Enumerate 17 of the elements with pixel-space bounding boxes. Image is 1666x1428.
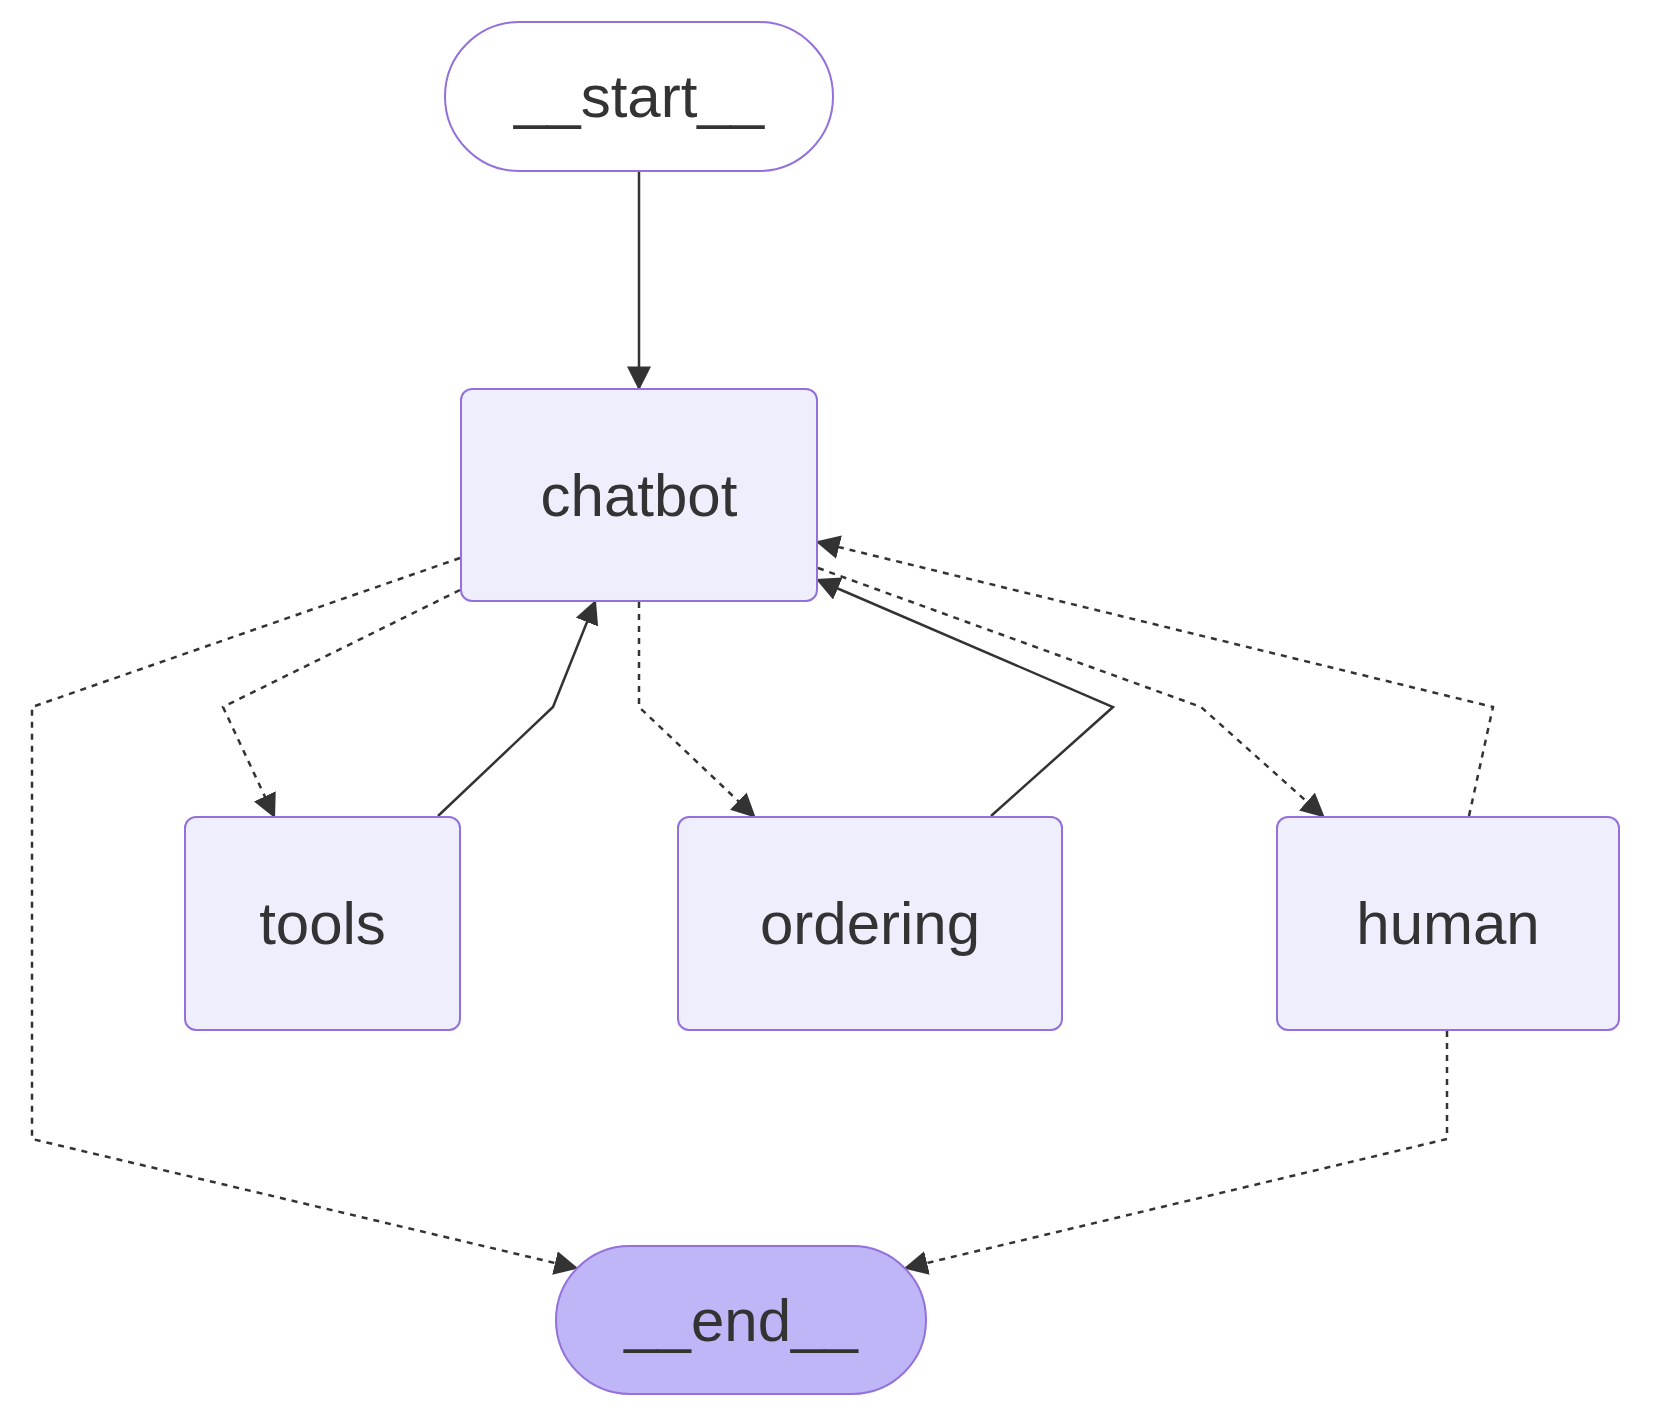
arrow bbox=[437, 599, 599, 817]
node-label: ordering bbox=[759, 889, 981, 958]
arrow bbox=[30, 556, 579, 1275]
node-label: chatbot bbox=[540, 460, 738, 530]
process-box bbox=[677, 816, 1063, 1031]
arrow bbox=[903, 1031, 1449, 1275]
arrow bbox=[637, 602, 756, 818]
node-label: human bbox=[1356, 889, 1540, 958]
arrow bbox=[817, 566, 1325, 818]
process-box bbox=[184, 816, 461, 1031]
arrow bbox=[627, 172, 651, 391]
arrow bbox=[221, 588, 461, 819]
node-label: __end__ bbox=[624, 1285, 858, 1355]
process-box bbox=[1276, 816, 1620, 1031]
node-label: __start__ bbox=[513, 62, 765, 131]
node-label: tools bbox=[259, 889, 386, 958]
process-box bbox=[460, 388, 818, 602]
